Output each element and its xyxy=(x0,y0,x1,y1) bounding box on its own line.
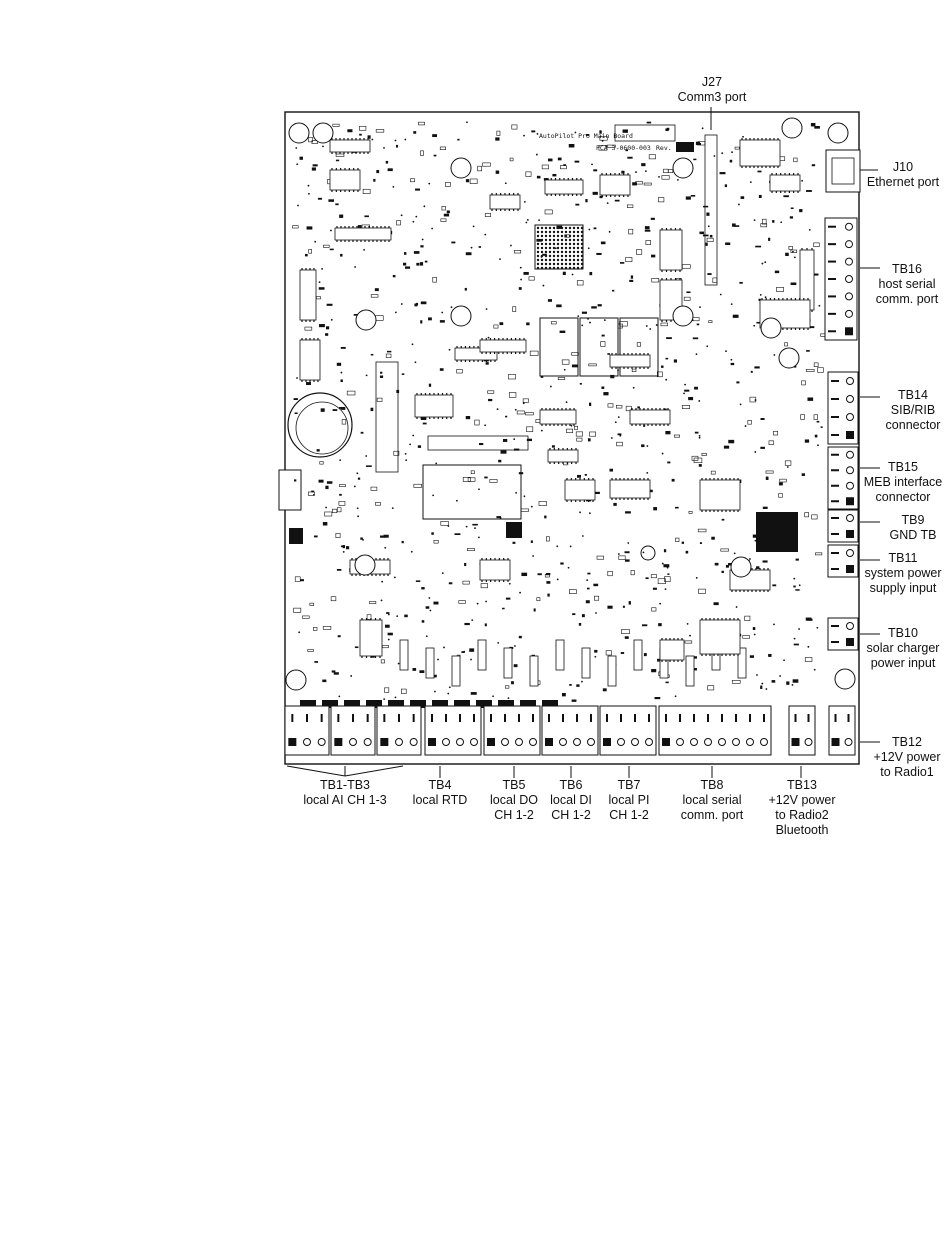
callout-tb7-desc: local PI xyxy=(608,793,650,807)
callout-tb5-name: TB5 xyxy=(502,778,526,792)
callout-tb12-name: TB12 xyxy=(892,735,922,749)
callout-tb16-desc: comm. port xyxy=(875,292,939,306)
callout-tb1-3-desc: local AI CH 1-3 xyxy=(303,793,387,807)
header-j5 xyxy=(427,435,529,451)
mounting-holes xyxy=(285,117,856,749)
relay-1 xyxy=(539,317,579,377)
power-ic xyxy=(756,512,798,552)
callout-tb7-desc: CH 1-2 xyxy=(609,808,649,822)
callout-tb4-name: TB4 xyxy=(428,778,452,792)
callout-tb12-desc: +12V power xyxy=(873,750,941,764)
header-left xyxy=(375,361,399,473)
callout-tb5-desc: CH 1-2 xyxy=(494,808,534,822)
leader-lines xyxy=(286,107,880,778)
callout-tb10-desc: power input xyxy=(870,656,936,670)
callout-j10-name: J10 xyxy=(892,160,914,174)
callout-tb11-name: TB11 xyxy=(888,551,918,565)
callout-tb16-name: TB16 xyxy=(892,262,922,276)
ic-left2 xyxy=(289,528,303,544)
ethernet-jack xyxy=(825,149,861,193)
board-outline xyxy=(284,111,860,765)
callout-tb11-desc: system power xyxy=(864,566,942,580)
callout-tb15-desc: connector xyxy=(875,490,931,504)
bottom-terminal-blocks xyxy=(284,705,856,756)
callout-tb16-desc: host serial xyxy=(878,277,936,291)
callout-tb13-desc: +12V power xyxy=(768,793,836,807)
board-title: AutoPilot Pro Main Board xyxy=(539,132,633,140)
board-rev: Rev. xyxy=(656,144,672,152)
callout-tb13-name: TB13 xyxy=(787,778,817,792)
ic-left xyxy=(506,522,522,538)
callout-j10-desc: Ethernet port xyxy=(866,175,940,189)
callout-tb14-desc: SIB/RIB xyxy=(890,403,936,417)
right-terminal-blocks xyxy=(824,217,859,651)
callout-tb15-name: TB15 xyxy=(888,460,918,474)
header-j22 xyxy=(614,124,676,142)
callout-tb8-name: TB8 xyxy=(700,778,724,792)
callout-tb1-3-name: TB1-TB3 xyxy=(319,778,370,792)
callout-tb12-desc: to Radio1 xyxy=(880,765,934,779)
callout-j27: J27 Comm3 port xyxy=(672,75,752,105)
callout-tb9-name: TB9 xyxy=(901,513,925,527)
board-pca: PCA 3-0600-003 xyxy=(596,144,651,152)
callout-tb10-desc: solar charger xyxy=(866,641,940,655)
callout-j27-desc: Comm3 port xyxy=(677,90,747,104)
callout-j27-name: J27 xyxy=(701,75,723,89)
header-j27 xyxy=(704,134,718,286)
callout-tb5-desc: local DO xyxy=(490,793,538,807)
callout-tb13-desc: to Radio2 xyxy=(775,808,829,822)
battery xyxy=(287,392,353,458)
callout-tb7-name: TB7 xyxy=(617,778,641,792)
callout-tb14-desc: connector xyxy=(885,418,941,432)
callout-tb8-desc: comm. port xyxy=(680,808,744,822)
socket-u1 xyxy=(422,464,522,520)
callout-tb8-desc: local serial xyxy=(682,793,742,807)
callout-tb6-desc: local DI xyxy=(550,793,592,807)
crystal xyxy=(640,545,656,561)
callout-tb11-desc: supply input xyxy=(869,581,937,595)
callout-tb6-name: TB6 xyxy=(559,778,583,792)
callout-tb13-desc: Bluetooth xyxy=(775,823,829,837)
callout-tb15-desc: MEB interface xyxy=(863,475,943,489)
callout-tb6-desc: CH 1-2 xyxy=(551,808,591,822)
left-connector xyxy=(278,469,302,511)
callout-tb4-desc: local RTD xyxy=(412,793,468,807)
cpu-bga-grid xyxy=(536,226,584,270)
callout-tb14-name: TB14 xyxy=(898,388,928,402)
callout-tb9-desc: GND TB xyxy=(889,528,937,542)
callout-tb10-name: TB10 xyxy=(888,626,918,640)
